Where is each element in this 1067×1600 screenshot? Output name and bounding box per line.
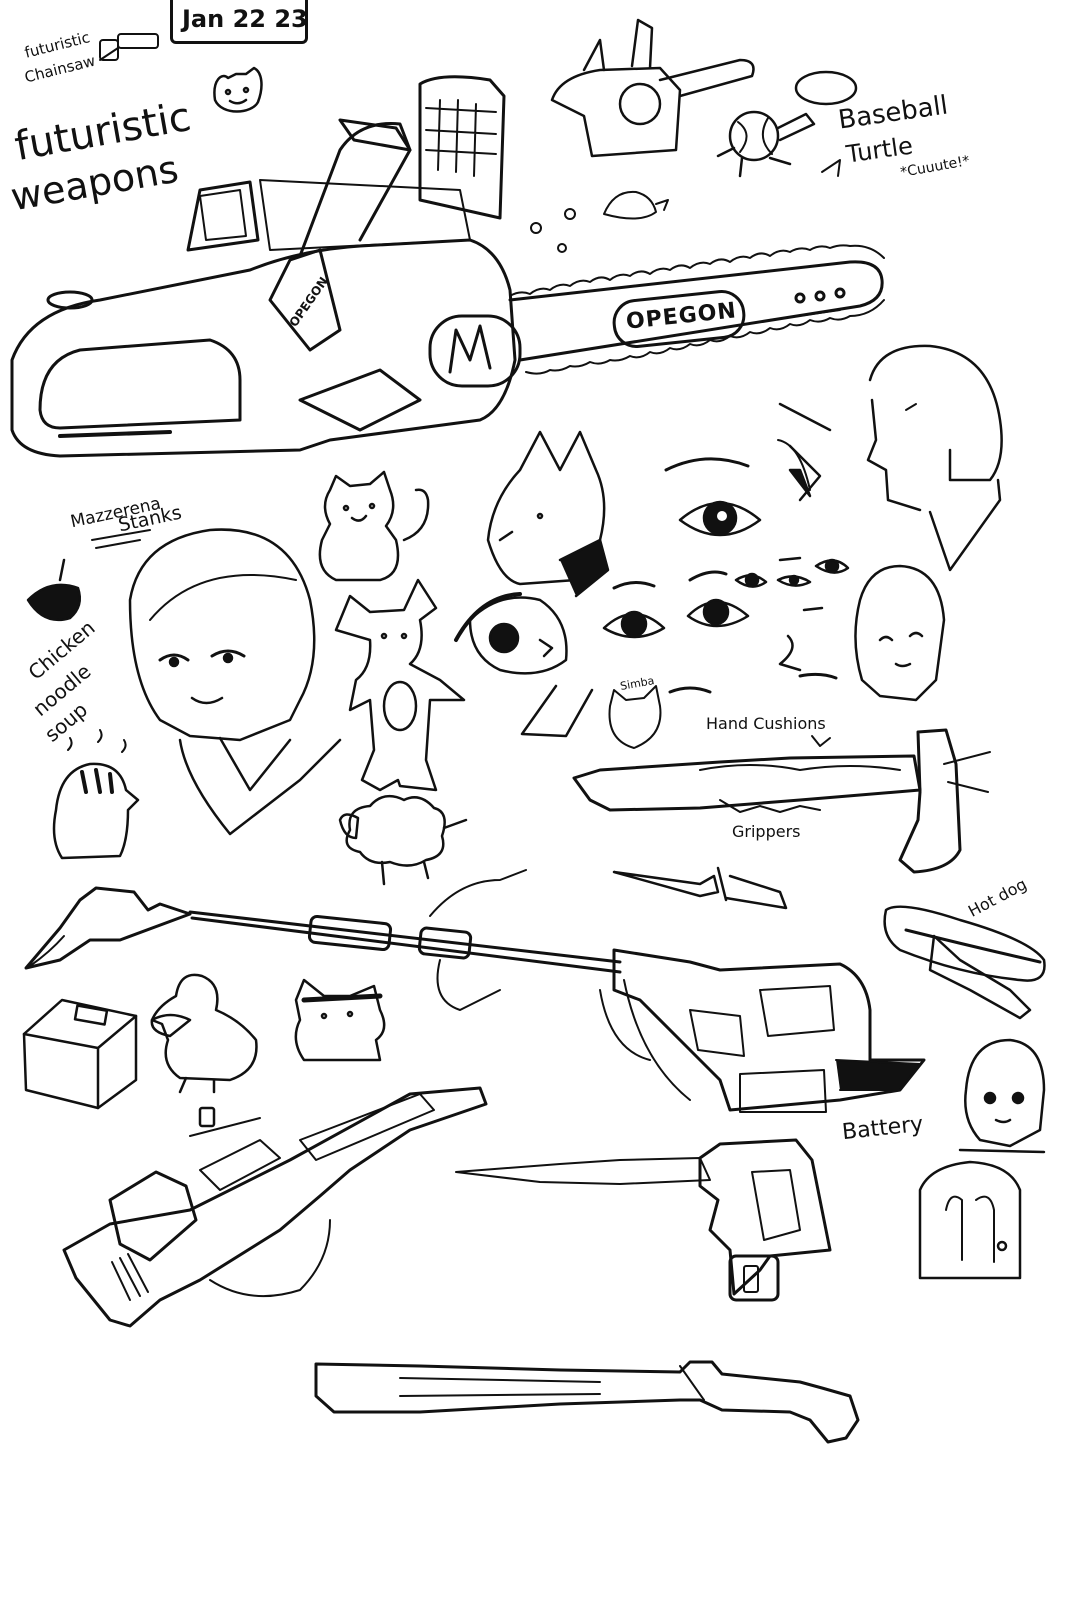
mini-chainsaw-icon: [99, 33, 159, 61]
tabby-cat-drawing: [318, 470, 430, 582]
futuristic-axe-drawing: [572, 728, 991, 874]
eye-studies: [602, 402, 850, 694]
soup-bowl-drawing: [26, 558, 81, 622]
label-grippers: Grippers: [732, 822, 801, 841]
cat-face-eye-sketch: [454, 592, 568, 675]
date-box: [170, 0, 308, 44]
date-label: Jan 22 23: [182, 5, 308, 33]
cat-face-icon: [213, 66, 263, 113]
hot-dog-drawing: [883, 905, 1046, 1020]
bunny-drawing: [334, 578, 466, 792]
pole-saw-drawing: [24, 869, 926, 1113]
profile-sketch: [866, 344, 1003, 572]
duck-drawing: [150, 973, 258, 1128]
device-box-drawing: [918, 1160, 1022, 1280]
chainsaw-drawing: [10, 75, 885, 458]
dog-head-sketch: [486, 430, 610, 598]
baseball-turtle-drawing: [716, 70, 858, 178]
smiling-girl-sketch: [854, 564, 946, 702]
mazzerena-portrait: [91, 528, 342, 836]
saw-pistol-drawing: [455, 1138, 832, 1302]
knife-drawing: [612, 866, 788, 910]
peeking-cat-drawing: [294, 978, 386, 1062]
machete-drawing: [314, 1360, 860, 1444]
turtle-bubbles-drawing: [530, 190, 669, 253]
small-chainsaw-drawing: [550, 18, 755, 158]
battery-box-drawing: [22, 998, 138, 1110]
label-hand-cushions: Hand Cushions: [706, 714, 826, 733]
simba-cat-sketch: [520, 684, 662, 749]
pipe-wrench-drawing: [62, 1086, 488, 1328]
girl-bust-drawing: [958, 1038, 1046, 1154]
sheep-drawing: [338, 794, 468, 886]
striped-cat-blob: [52, 729, 140, 860]
